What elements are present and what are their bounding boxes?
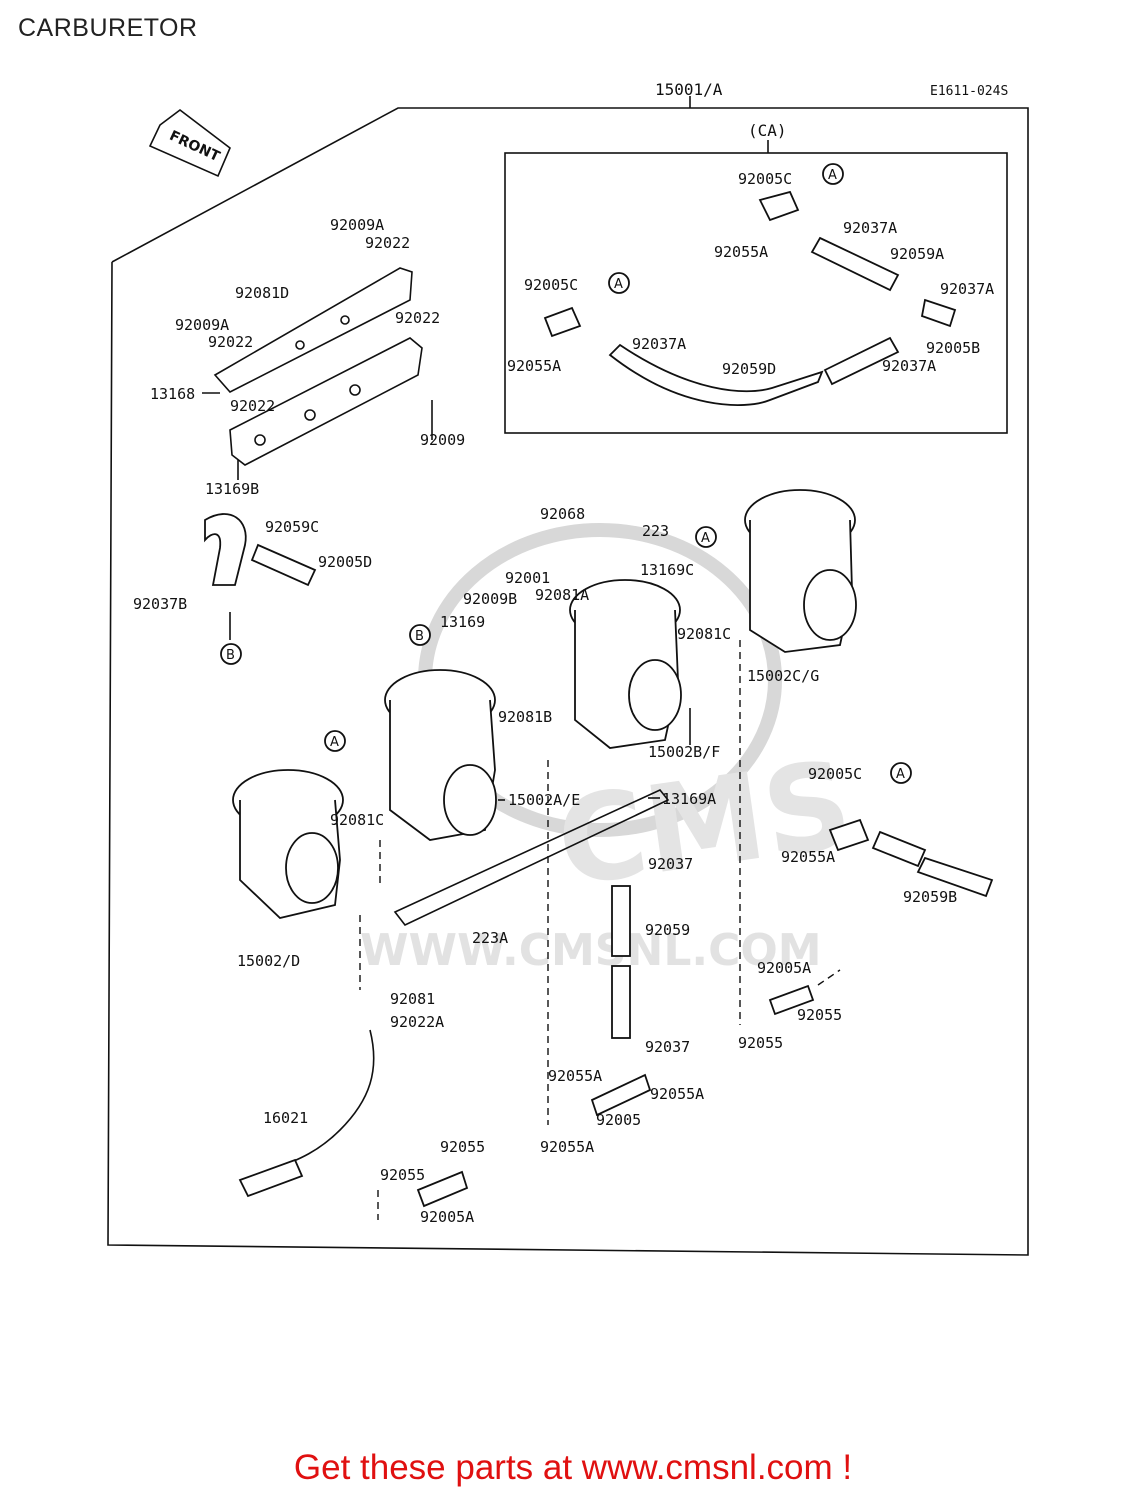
assembly-frame xyxy=(107,96,1029,1256)
callout-92059a: 92059A xyxy=(890,245,944,263)
callout-15002b-f: 15002B/F xyxy=(648,743,720,761)
reference-markers: A A A A A B B xyxy=(220,163,912,784)
callout-13169b: 13169B xyxy=(205,480,259,498)
callout-15002c-g: 15002C/G xyxy=(747,667,819,685)
callout-92081c-1: 92081C xyxy=(677,625,731,643)
callout-92009b: 92009B xyxy=(463,590,517,608)
fuel-hoses xyxy=(204,513,994,1208)
callout-92005b: 92005B xyxy=(926,339,980,357)
callout-92055a-3: 92055A xyxy=(781,848,835,866)
front-arrow-icon: FRONT xyxy=(148,108,231,178)
callout-13169: 13169 xyxy=(440,613,485,631)
callout-92055-1: 92055 xyxy=(797,1006,842,1024)
callout-92055-2: 92055 xyxy=(738,1034,783,1052)
callout-92009a-2: 92009A xyxy=(175,316,229,334)
callout-92009a-1: 92009A xyxy=(330,216,384,234)
choke-cable xyxy=(238,1029,375,1198)
carburetor-body-4 xyxy=(744,489,857,653)
callout-92059: 92059 xyxy=(645,921,690,939)
callout-92037a-ca-2: 92037A xyxy=(940,280,994,298)
marker-a-5: A xyxy=(896,767,905,782)
callout-92055-3: 92055 xyxy=(440,1138,485,1156)
manifold-plates xyxy=(213,267,423,466)
ca-hoses xyxy=(543,190,957,406)
marker-b-1: B xyxy=(415,629,424,644)
callout-92037b: 92037B xyxy=(133,595,187,613)
callout-13168: 13168 xyxy=(150,385,195,403)
marker-b-2: B xyxy=(226,648,235,663)
ca-subassembly-box xyxy=(504,140,1008,434)
callout-92005c-ca-2: 92005C xyxy=(524,276,578,294)
carburetor-body-3 xyxy=(569,579,682,749)
callout-15001-a: 15001/A xyxy=(655,80,723,99)
watermark-logo: CMS xyxy=(549,735,859,914)
callout-223: 223 xyxy=(642,522,669,540)
callout-16021: 16021 xyxy=(263,1109,308,1127)
callout-92059b: 92059B xyxy=(903,888,957,906)
callout-92005d: 92005D xyxy=(318,553,372,571)
callout-92037-1: 92037 xyxy=(648,855,693,873)
callout-92081c-2: 92081C xyxy=(330,811,384,829)
callout-92022-1: 92022 xyxy=(365,234,410,252)
callout-92081: 92081 xyxy=(390,990,435,1008)
callout-13169c: 13169C xyxy=(640,561,694,579)
callout-92081d: 92081D xyxy=(235,284,289,302)
callout-92005c-3: 92005C xyxy=(808,765,862,783)
ca-label: (CA) xyxy=(748,121,787,140)
callout-92009: 92009 xyxy=(420,431,465,449)
callout-92022-3: 92022 xyxy=(208,333,253,351)
linkage-plate xyxy=(393,789,670,926)
callout-92022a: 92022A xyxy=(390,1013,444,1031)
callout-92055a-6: 92055A xyxy=(540,1138,594,1156)
callout-92001: 92001 xyxy=(505,569,550,587)
callout-13169a: 13169A xyxy=(662,790,716,808)
marker-a-2: A xyxy=(614,277,623,292)
leader-lines xyxy=(202,392,841,1220)
callout-92068: 92068 xyxy=(540,505,585,523)
callout-92081b: 92081B xyxy=(498,708,552,726)
carburetor-body-2 xyxy=(384,669,497,841)
callout-223a: 223A xyxy=(472,929,508,947)
callout-92055a-4: 92055A xyxy=(548,1067,602,1085)
callout-15002a-e: 15002A/E xyxy=(508,791,580,809)
watermark-text: WWW.CMSNL.COM xyxy=(360,925,822,976)
callout-92005: 92005 xyxy=(596,1111,641,1129)
callout-92055-4: 92055 xyxy=(380,1166,425,1184)
callout-92005c-ca-1: 92005C xyxy=(738,170,792,188)
callout-92037-2: 92037 xyxy=(645,1038,690,1056)
page-title: CARBURETOR xyxy=(18,14,198,42)
callout-92037a-ca-3: 92037A xyxy=(632,335,686,353)
callout-92055a-ca-1: 92055A xyxy=(714,243,768,261)
marker-a-4: A xyxy=(330,735,339,750)
callout-92005a-1: 92005A xyxy=(757,959,811,977)
marker-a-3: A xyxy=(701,531,710,546)
callout-15002-d: 15002/D xyxy=(237,952,300,970)
callout-92081a: 92081A xyxy=(535,586,589,604)
callout-92055a-ca-2: 92055A xyxy=(507,357,561,375)
diagram-code: E1611-024S xyxy=(930,84,1008,99)
marker-a-1: A xyxy=(828,168,837,183)
callout-92022-2: 92022 xyxy=(395,309,440,327)
callout-92037a-ca-4: 92037A xyxy=(882,357,936,375)
callout-92059d: 92059D xyxy=(722,360,776,378)
callout-92055a-5: 92055A xyxy=(650,1085,704,1103)
callout-92022-4: 92022 xyxy=(230,397,275,415)
shop-link[interactable]: Get these parts at www.cmsnl.com ! xyxy=(293,1448,853,1487)
callout-92037a-ca-1: 92037A xyxy=(843,219,897,237)
callout-92059c: 92059C xyxy=(265,518,319,536)
callout-92005a-2: 92005A xyxy=(420,1208,474,1226)
front-label: FRONT xyxy=(167,128,223,165)
carburetor-body-1 xyxy=(232,769,344,919)
part-callouts: 15001/A 92005C 92037A 92055A 92059A 9200… xyxy=(133,80,994,1226)
